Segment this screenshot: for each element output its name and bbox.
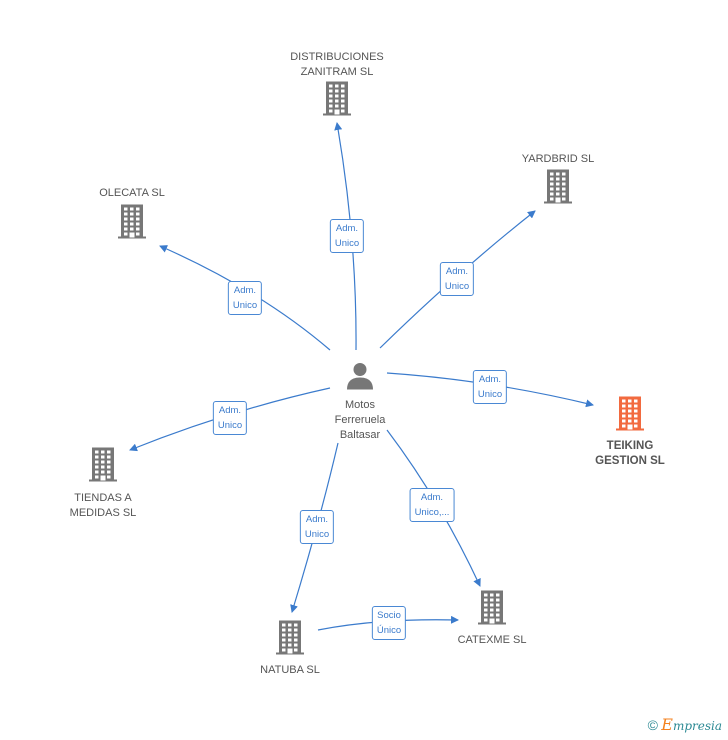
edge-label-line: Unico — [304, 529, 330, 540]
edge-label-line: Unico — [217, 420, 243, 431]
company-label-olecata[interactable]: OLECATA SL — [67, 186, 197, 201]
person-icon[interactable] — [346, 362, 374, 395]
company-label-line: NATUBA SL — [260, 664, 320, 676]
edge-label-distribuciones[interactable]: Adm. Unico — [329, 219, 365, 253]
edge-label-line: Único — [376, 625, 402, 636]
edge-label-line: Unico — [232, 300, 258, 311]
edge-label-teiking[interactable]: Adm. Unico — [472, 370, 508, 404]
company-label-teiking[interactable]: TEIKING GESTION SL — [565, 439, 695, 469]
building-icon[interactable] — [616, 396, 644, 436]
edge-label-line: Unico,... — [414, 507, 450, 518]
company-label-line: OLECATA SL — [99, 187, 165, 199]
edge-label-line: Unico — [334, 238, 360, 249]
company-label-line: ZANITRAM SL — [300, 66, 374, 78]
company-label-line: CATEXME SL — [457, 634, 527, 646]
edge-label-line: Socio — [377, 610, 401, 621]
building-icon[interactable] — [323, 81, 351, 121]
edge-label-olecata[interactable]: Adm. Unico — [227, 281, 263, 315]
edge-label-line: Unico — [477, 389, 503, 400]
edge-label-natuba[interactable]: Adm. Unico — [299, 510, 335, 544]
edge-label-yardbrid[interactable]: Adm. Unico — [439, 262, 475, 296]
edge-label-tiendas[interactable]: Adm. Unico — [212, 401, 248, 435]
building-icon[interactable] — [89, 447, 117, 487]
company-label-tiendas[interactable]: TIENDAS A MEDIDAS SL — [38, 491, 168, 521]
company-label-yardbrid[interactable]: YARDBRID SL — [493, 152, 623, 167]
edge-label-line: Adm. — [445, 266, 469, 277]
company-label-line: YARDBRID SL — [521, 153, 595, 165]
building-icon[interactable] — [544, 169, 572, 209]
edge-label-line: Adm. — [420, 492, 444, 503]
company-label-catexme[interactable]: CATEXME SL — [427, 633, 557, 648]
edge-label-line: Adm. — [233, 285, 257, 296]
empresia-logo: © Empresia — [648, 715, 722, 734]
edge-label-line: Unico — [444, 281, 470, 292]
person-label-line: Ferreruela — [334, 414, 386, 426]
empresia-logo-e: E — [661, 715, 673, 734]
company-label-natuba[interactable]: NATUBA SL — [225, 663, 355, 678]
company-label-line: DISTRIBUCIONES — [290, 51, 384, 63]
building-icon[interactable] — [478, 590, 506, 630]
person-label-line: Motos — [345, 399, 375, 411]
edge-label-catexme[interactable]: Adm. Unico,... — [409, 488, 455, 522]
company-label-line: GESTION SL — [595, 455, 665, 467]
building-icon[interactable] — [276, 620, 304, 660]
edge-label-line: Adm. — [218, 405, 242, 416]
building-icon[interactable] — [118, 204, 146, 244]
copyright-symbol: © — [647, 717, 658, 733]
company-label-line: TIENDAS A — [74, 492, 132, 504]
edge-label-line: Adm. — [335, 223, 359, 234]
company-label-line: MEDIDAS SL — [69, 507, 137, 519]
company-label-line: TEIKING — [606, 440, 654, 452]
company-label-distribuciones[interactable]: DISTRIBUCIONES ZANITRAM SL — [272, 50, 402, 80]
edge-label-line: Adm. — [305, 514, 329, 525]
empresia-logo-text: mpresia — [672, 719, 722, 733]
person-label-line: Baltasar — [339, 429, 381, 441]
edge-label-line: Adm. — [478, 374, 502, 385]
